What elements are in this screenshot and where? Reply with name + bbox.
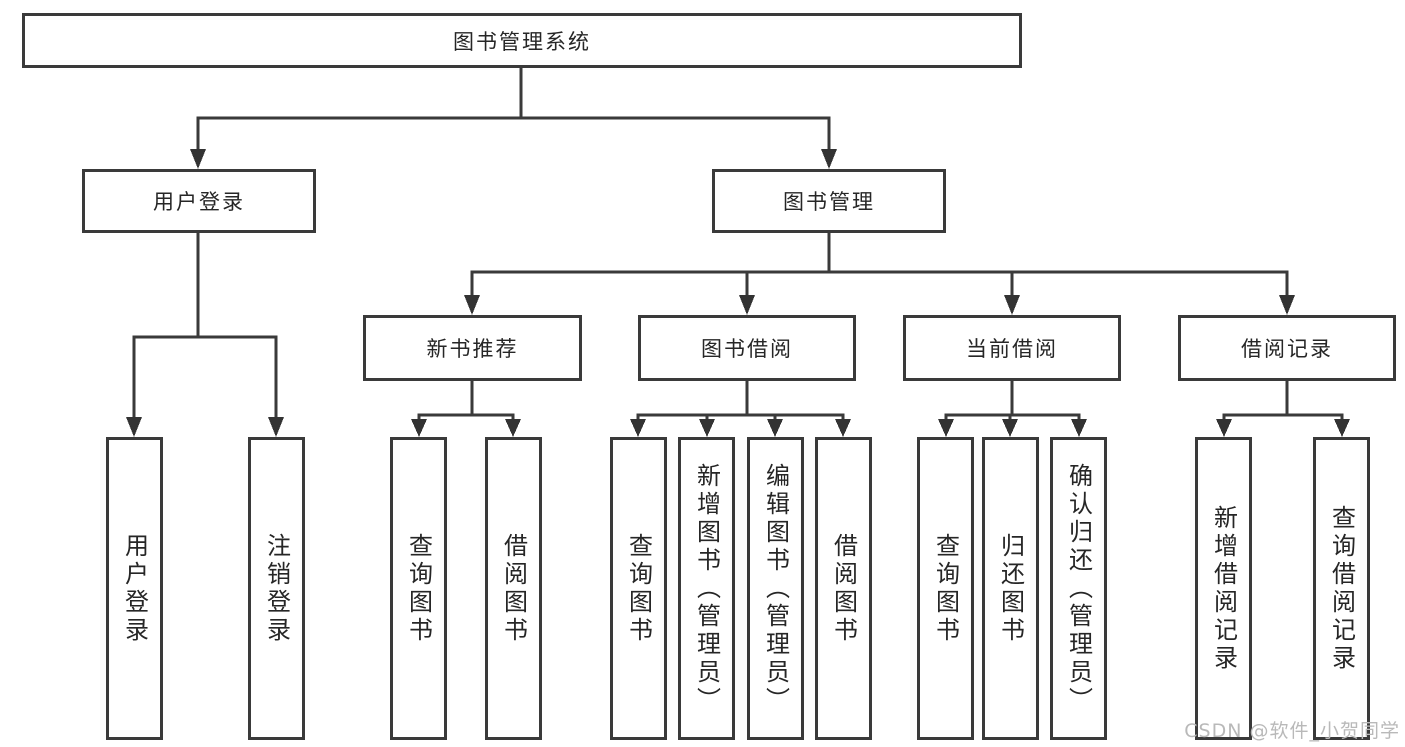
edge-borrowrecord-to-leaves <box>1216 381 1350 437</box>
edge-arrowhead <box>464 295 480 315</box>
edge-arrowhead <box>938 419 954 437</box>
leaf-label: 归还图书 <box>996 532 1025 645</box>
edge-arrowhead <box>190 149 206 169</box>
leaf-label: 用户登录 <box>120 532 149 645</box>
leaf-label: 新增图书（管理员） <box>692 462 721 715</box>
leaf-current-confirm-return-admin: 确认归还（管理员） <box>1050 437 1107 740</box>
leaf-borrow-edit-books-admin: 编辑图书（管理员） <box>747 437 804 740</box>
node-current-borrow: 当前借阅 <box>903 315 1121 381</box>
leaf-label: 查询图书 <box>404 532 433 645</box>
leaf-current-query-books: 查询图书 <box>917 437 974 740</box>
leaf-borrow-borrow-books: 借阅图书 <box>815 437 872 740</box>
node-user-login: 用户登录 <box>82 169 316 233</box>
edge-arrowhead <box>1002 419 1018 437</box>
edge-arrowhead <box>699 419 715 437</box>
leaf-label: 查询图书 <box>931 532 960 645</box>
leaf-label: 借阅图书 <box>829 532 858 645</box>
edge-arrowhead <box>411 419 427 437</box>
edge-arrowhead <box>1216 419 1232 437</box>
leaf-label: 新增借阅记录 <box>1209 504 1238 673</box>
edge-arrowhead <box>1071 419 1087 437</box>
leaf-current-return-books: 归还图书 <box>982 437 1039 740</box>
edge-arrowhead <box>268 417 284 437</box>
leaf-label: 借阅图书 <box>499 532 528 645</box>
leaf-borrow-query-books: 查询图书 <box>610 437 667 740</box>
leaf-label: 查询图书 <box>624 532 653 645</box>
node-library-management-system: 图书管理系统 <box>22 13 1022 68</box>
edge-arrowhead <box>767 419 783 437</box>
node-book-borrow: 图书借阅 <box>638 315 856 381</box>
leaf-newbook-query-books: 查询图书 <box>390 437 447 740</box>
leaf-borrow-add-books-admin: 新增图书（管理员） <box>678 437 735 740</box>
node-borrow-records: 借阅记录 <box>1178 315 1396 381</box>
leaf-user-login: 用户登录 <box>106 437 163 740</box>
edge-arrowhead <box>835 419 851 437</box>
edge-newbook-to-leaves <box>411 381 521 437</box>
edge-bookmgmt-to-level3 <box>464 233 1295 315</box>
leaf-label: 编辑图书（管理员） <box>761 462 790 715</box>
watermark: CSDN @软件_小贺同学 <box>1184 720 1400 742</box>
edge-arrowhead <box>630 419 646 437</box>
edge-root-to-level2 <box>190 68 837 169</box>
edge-arrowhead <box>739 295 755 315</box>
leaf-record-add-borrow-record: 新增借阅记录 <box>1195 437 1252 740</box>
edge-arrowhead <box>505 419 521 437</box>
edge-arrowhead <box>1279 295 1295 315</box>
edge-arrowhead <box>126 417 142 437</box>
edge-arrowhead <box>1004 295 1020 315</box>
leaf-label: 确认归还（管理员） <box>1064 462 1093 715</box>
leaf-record-query-borrow-record: 查询借阅记录 <box>1313 437 1370 740</box>
edge-userlogin-to-leaves <box>126 233 284 437</box>
edge-arrowhead <box>1334 419 1350 437</box>
leaf-logout: 注销登录 <box>248 437 305 740</box>
leaf-newbook-borrow-books: 借阅图书 <box>485 437 542 740</box>
edge-currentborrow-to-leaves <box>938 381 1087 437</box>
leaf-label: 查询借阅记录 <box>1327 504 1356 673</box>
leaf-label: 注销登录 <box>262 532 291 645</box>
node-book-management: 图书管理 <box>712 169 946 233</box>
edge-bookborrow-to-leaves <box>630 381 851 437</box>
edge-arrowhead <box>821 149 837 169</box>
node-new-book-recommend: 新书推荐 <box>363 315 582 381</box>
